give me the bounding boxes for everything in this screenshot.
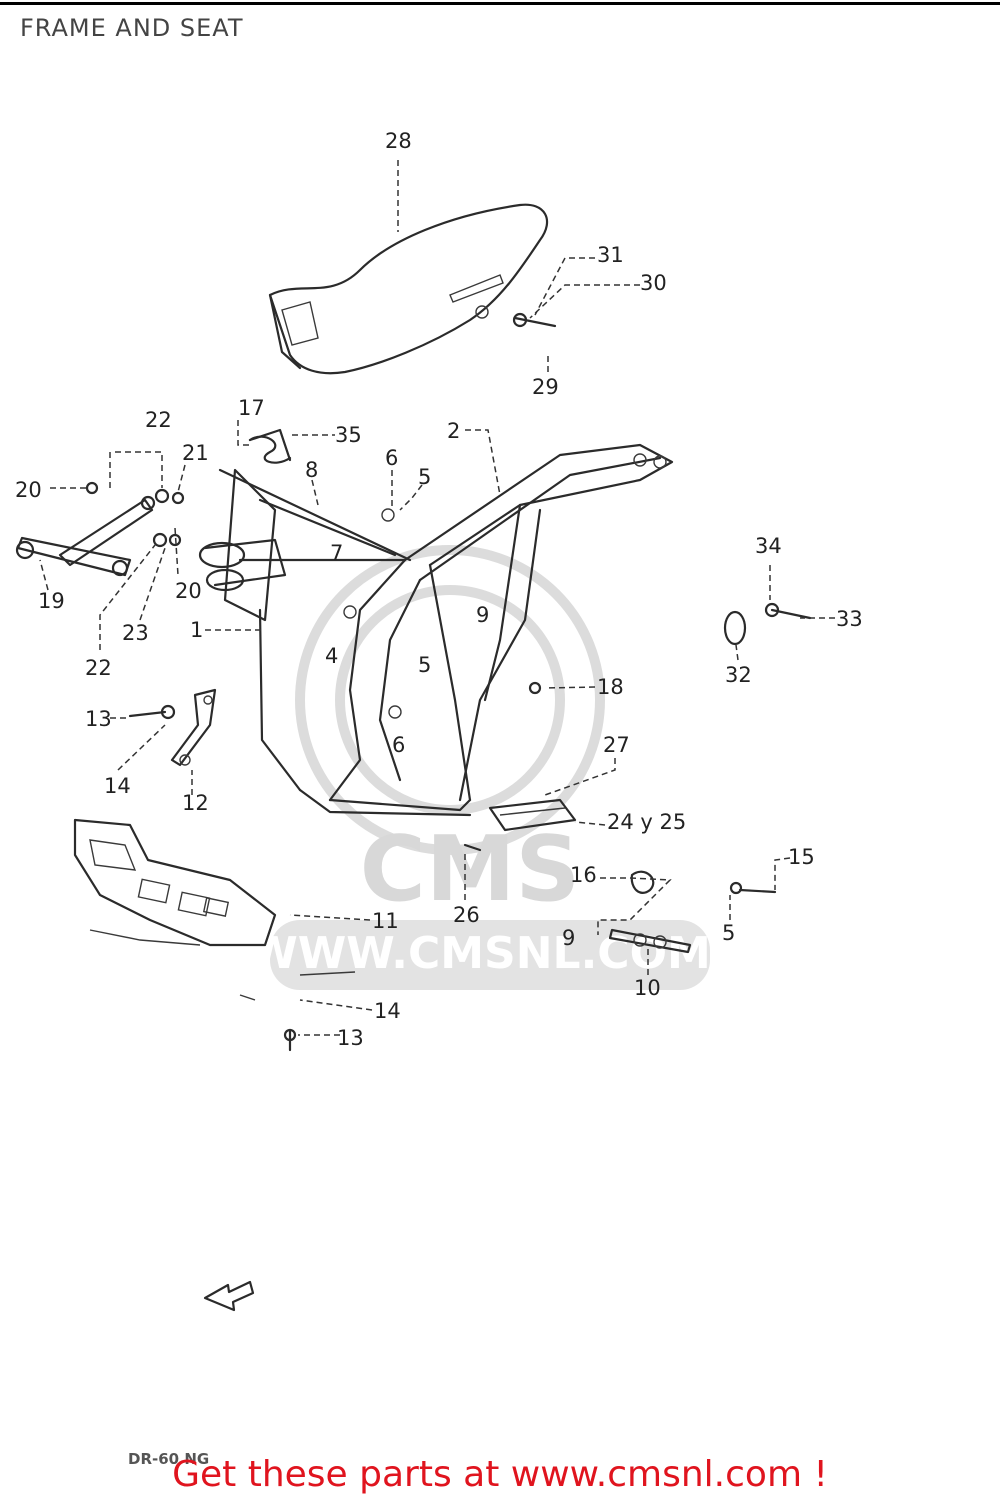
callout-26: 26 bbox=[453, 903, 480, 927]
callout-5a: 5 bbox=[418, 465, 431, 489]
seat bbox=[268, 203, 549, 375]
callout-21: 21 bbox=[182, 441, 209, 465]
callout-19: 19 bbox=[38, 589, 65, 613]
callout-8: 8 bbox=[305, 458, 318, 482]
callout-23: 23 bbox=[122, 621, 149, 645]
callout-9a: 9 bbox=[476, 603, 489, 627]
callout-30: 30 bbox=[640, 271, 667, 295]
spring bbox=[248, 435, 292, 464]
callout-31: 31 bbox=[597, 243, 624, 267]
callout-4: 4 bbox=[325, 644, 338, 668]
callout-34: 34 bbox=[755, 534, 782, 558]
callout-22b: 22 bbox=[85, 656, 112, 680]
callout-5c: 5 bbox=[722, 921, 735, 945]
fasteners bbox=[85, 481, 812, 1052]
callout-14a: 14 bbox=[104, 774, 131, 798]
footrest-bar bbox=[608, 928, 692, 954]
direction-arrow bbox=[203, 1280, 255, 1312]
callout-6b: 6 bbox=[392, 733, 405, 757]
callout-7: 7 bbox=[330, 541, 343, 565]
callout-labels: 28 31 30 29 17 35 2 6 5 8 7 22 21 20 20 … bbox=[15, 129, 863, 1050]
callout-33: 33 bbox=[836, 607, 863, 631]
callout-6a: 6 bbox=[385, 446, 398, 470]
callout-15: 15 bbox=[788, 845, 815, 869]
callout-10: 10 bbox=[634, 976, 661, 1000]
bottom-plate bbox=[89, 929, 356, 1001]
callout-13a: 13 bbox=[85, 707, 112, 731]
cms-watermark: CMS WWW.CMSNL.COM bbox=[249, 545, 711, 990]
callout-16: 16 bbox=[570, 863, 597, 887]
callout-13b: 13 bbox=[337, 1026, 364, 1050]
callout-17: 17 bbox=[238, 396, 265, 420]
callout-20b: 20 bbox=[175, 579, 202, 603]
callout-27: 27 bbox=[603, 733, 630, 757]
leader-lines bbox=[39, 160, 835, 1036]
callout-28: 28 bbox=[385, 129, 412, 153]
page-title: FRAME AND SEAT bbox=[20, 14, 244, 42]
callout-20a: 20 bbox=[15, 478, 42, 502]
engine-hanger bbox=[15, 495, 156, 577]
clip bbox=[630, 870, 655, 894]
promo-link[interactable]: Get these parts at www.cmsnl.com ! bbox=[172, 1454, 828, 1495]
watermark-logo-text: CMS bbox=[360, 817, 580, 922]
callout-11: 11 bbox=[372, 909, 399, 933]
callout-5b: 5 bbox=[418, 653, 431, 677]
seat-bolt bbox=[512, 312, 557, 328]
footpeg bbox=[463, 798, 577, 852]
top-rule bbox=[0, 2, 1000, 5]
callout-24-25: 24 y 25 bbox=[607, 810, 686, 834]
callout-35: 35 bbox=[335, 423, 362, 447]
model-code: DR-60 NG bbox=[128, 1450, 210, 1468]
steering-head bbox=[198, 428, 292, 592]
callout-2: 2 bbox=[447, 419, 460, 443]
callout-9b: 9 bbox=[562, 926, 575, 950]
callout-22a: 22 bbox=[145, 408, 172, 432]
callout-14b: 14 bbox=[374, 999, 401, 1023]
callout-32: 32 bbox=[725, 663, 752, 687]
skid-plate bbox=[73, 818, 277, 947]
bracket bbox=[170, 688, 217, 767]
watermark-url-text: WWW.CMSNL.COM bbox=[249, 928, 711, 979]
callout-1: 1 bbox=[190, 618, 203, 642]
main-frame bbox=[218, 443, 674, 817]
callout-29: 29 bbox=[532, 375, 559, 399]
callout-18: 18 bbox=[597, 675, 624, 699]
callout-12: 12 bbox=[182, 791, 209, 815]
